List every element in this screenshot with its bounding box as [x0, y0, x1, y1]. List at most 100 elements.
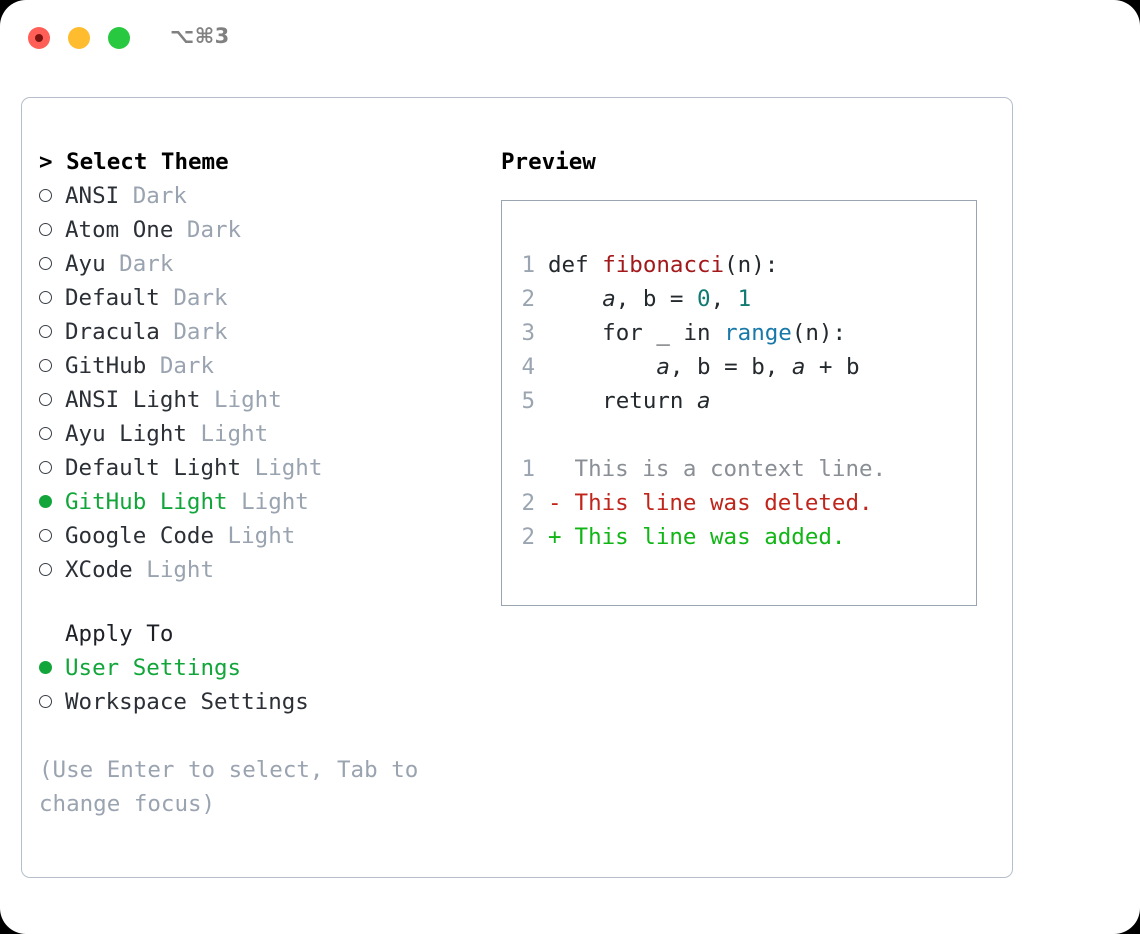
code-blank-line: [521, 418, 886, 452]
close-window-button[interactable]: [28, 27, 50, 49]
radio-unselected-icon: [39, 291, 52, 304]
theme-kind: Light: [214, 523, 296, 549]
code-token: [548, 286, 602, 312]
theme-list-item[interactable]: Default Light Light: [39, 451, 479, 485]
theme-list-item[interactable]: XCode Light: [39, 553, 479, 587]
keyboard-hint-text: (Use Enter to select, Tab to change focu…: [39, 757, 419, 817]
code-token: ,: [764, 354, 792, 380]
code-token: ,: [710, 286, 738, 312]
code-token: ,: [669, 354, 698, 380]
title-bar: ⌥⌘3: [0, 0, 1140, 76]
code-token: b: [751, 354, 765, 380]
code-token: a: [697, 388, 711, 414]
theme-name: Atom One: [65, 217, 174, 243]
theme-name: ANSI Light: [65, 387, 201, 413]
diff-line: 2- This line was deleted.: [521, 486, 886, 520]
line-number: 4: [521, 354, 535, 380]
theme-name: ANSI: [65, 183, 120, 209]
radio-unselected-icon: [39, 461, 52, 474]
line-number: 2: [521, 286, 535, 312]
theme-list-item[interactable]: GitHub Dark: [39, 349, 479, 383]
code-line: 2 a, b = 0, 1: [521, 282, 886, 316]
radio-unselected-icon: [39, 223, 52, 236]
theme-kind: Light: [132, 557, 215, 583]
theme-list-item[interactable]: Atom One Dark: [39, 213, 479, 247]
apply-to-label: Workspace Settings: [65, 689, 309, 715]
apply-to-item[interactable]: User Settings: [39, 651, 479, 685]
theme-name: Dracula: [65, 319, 160, 345]
code-token: (n):: [791, 320, 847, 346]
code-token: b: [642, 286, 657, 312]
radio-unselected-icon: [39, 189, 52, 202]
theme-list-item[interactable]: Ayu Dark: [39, 247, 479, 281]
theme-name: Default: [65, 285, 160, 311]
theme-list-item[interactable]: Ayu Light Light: [39, 417, 479, 451]
code-token: 0: [697, 286, 711, 312]
theme-list-item[interactable]: Dracula Dark: [39, 315, 479, 349]
code-token: def: [548, 252, 603, 278]
theme-kind: Light: [227, 489, 309, 515]
radio-unselected-icon: [39, 563, 52, 576]
theme-name: Ayu: [65, 251, 106, 277]
theme-kind: Light: [241, 455, 323, 481]
code-token: b: [846, 354, 860, 380]
theme-kind: Dark: [173, 217, 242, 243]
line-number: 2: [521, 490, 535, 516]
code-token: ,: [615, 286, 643, 312]
theme-kind: Dark: [159, 319, 228, 345]
code-token: 1: [737, 286, 752, 312]
diff-line: 2+ This line was added.: [521, 520, 886, 554]
theme-kind: Dark: [119, 183, 187, 209]
radio-unselected-icon: [39, 359, 52, 372]
diff-line: 1 This is a context line.: [521, 452, 886, 486]
line-number: 3: [521, 320, 535, 346]
diff-text: This line was added.: [561, 524, 846, 550]
radio-unselected-icon: [39, 695, 52, 708]
theme-list-item[interactable]: ANSI Dark: [39, 179, 479, 213]
theme-list-item[interactable]: Google Code Light: [39, 519, 479, 553]
code-token: +: [805, 354, 847, 380]
apply-to-label: User Settings: [65, 655, 242, 681]
theme-name: Ayu Light: [65, 421, 187, 447]
keyboard-shortcut-label: ⌥⌘3: [170, 24, 230, 48]
theme-list-item[interactable]: Default Dark: [39, 281, 479, 315]
minimize-window-button[interactable]: [68, 27, 90, 49]
theme-name: Default Light: [65, 455, 242, 481]
diff-marker: [548, 452, 561, 486]
theme-kind: Dark: [159, 285, 228, 311]
radio-unselected-icon: [39, 257, 52, 270]
theme-list-item[interactable]: GitHub Light Light: [39, 485, 479, 519]
code-token: a: [602, 286, 616, 312]
theme-name: GitHub Light: [65, 489, 228, 515]
code-token: for _ in: [548, 320, 725, 346]
radio-selected-icon: [39, 661, 52, 674]
theme-list-item[interactable]: ANSI Light Light: [39, 383, 479, 417]
maximize-window-button[interactable]: [108, 27, 130, 49]
theme-name: Google Code: [65, 523, 215, 549]
theme-name: XCode: [65, 557, 133, 583]
theme-kind: Dark: [146, 353, 215, 379]
code-token: [548, 354, 656, 380]
diff-text: This is a context line.: [561, 456, 887, 482]
code-token: a: [791, 354, 806, 380]
radio-unselected-icon: [39, 325, 52, 338]
select-theme-heading: > Select Theme: [39, 149, 229, 175]
radio-selected-icon: [39, 495, 52, 508]
preview-heading: Preview: [501, 149, 596, 175]
diff-text: This line was deleted.: [561, 490, 873, 516]
apply-to-item[interactable]: Workspace Settings: [39, 685, 479, 719]
line-number: 2: [521, 524, 535, 550]
line-number: 1: [521, 456, 535, 482]
code-line: 4 a, b = b, a + b: [521, 350, 886, 384]
apply-to-heading: Apply To: [65, 621, 174, 647]
theme-kind: Light: [200, 387, 282, 413]
radio-unselected-icon: [39, 393, 52, 406]
code-token: fibonacci: [602, 252, 725, 278]
code-token: =: [656, 286, 698, 312]
code-token: (n):: [724, 252, 779, 278]
